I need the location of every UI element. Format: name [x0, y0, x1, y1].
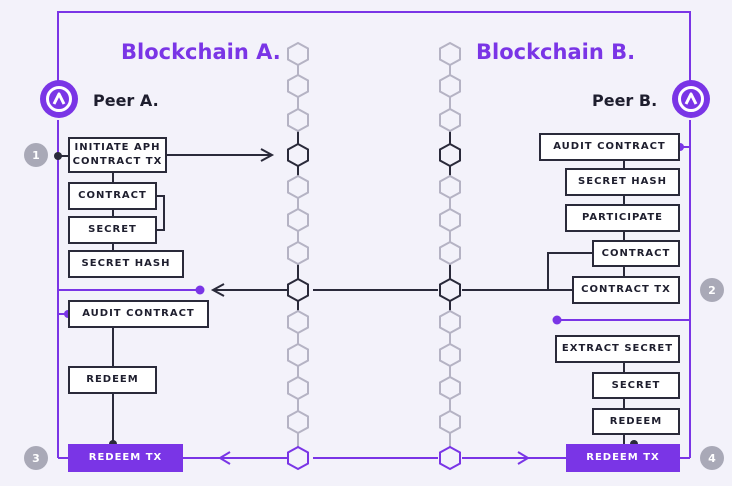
- hexagon-block-icon: [287, 174, 309, 200]
- hexagon-block-icon: [439, 277, 461, 303]
- hexagon-block-icon: [287, 409, 309, 435]
- dot: [54, 152, 62, 160]
- secret-hash-box: SECRET HASH: [68, 250, 184, 278]
- dot: [195, 285, 205, 295]
- hexagon-block-icon: [439, 41, 461, 67]
- participate-box: PARTICIPATE: [565, 204, 680, 232]
- hexagon-block-icon: [287, 342, 309, 368]
- outer-frame-line: [57, 11, 691, 98]
- contract-box: CONTRACT: [592, 240, 680, 267]
- aph-logo-icon: [672, 80, 710, 118]
- hexagon-block-icon: [287, 73, 309, 99]
- secret-box: SECRET: [68, 216, 157, 244]
- blockchain-a-title: Blockchain A.: [121, 40, 281, 64]
- secret-hash-box: SECRET HASH: [565, 168, 680, 196]
- audit-contract-box: AUDIT CONTRACT: [539, 133, 680, 161]
- redeem-box: REDEEM: [68, 366, 157, 394]
- peer-b-label: Peer B.: [592, 91, 658, 110]
- peer-a-label: Peer A.: [93, 91, 159, 110]
- redeem-tx-box: REDEEM TX: [68, 444, 183, 472]
- hexagon-block-icon: [287, 142, 309, 168]
- hexagon-block-icon: [287, 41, 309, 67]
- hexagon-block-icon: [439, 73, 461, 99]
- hexagon-block-icon: [439, 240, 461, 266]
- extract-secret-box: EXTRACT SECRET: [555, 335, 680, 363]
- hexagon-block-icon: [439, 375, 461, 401]
- step-badge-1: 1: [24, 143, 48, 167]
- peer-b-connectors: [210, 161, 625, 444]
- redeem-tx-box: REDEEM TX: [566, 444, 680, 472]
- hexagon-block-icon: [439, 342, 461, 368]
- redeem-box: REDEEM: [592, 408, 680, 435]
- hexagon-block-icon: [287, 277, 309, 303]
- hexagon-block-icon: [439, 174, 461, 200]
- hexagon-block-icon: [287, 309, 309, 335]
- hexagon-block-icon: [287, 375, 309, 401]
- peer-a-connectors: [58, 148, 275, 444]
- contract-box: CONTRACT: [68, 182, 157, 210]
- dot: [552, 315, 562, 325]
- audit-contract-box: AUDIT CONTRACT: [68, 300, 209, 328]
- hexagon-block-icon: [287, 207, 309, 233]
- step-badge-2: 2: [700, 278, 724, 302]
- hexagon-block-icon: [439, 107, 461, 133]
- blockchain-b-chain: [439, 41, 461, 471]
- contract-tx-box: CONTRACT TX: [572, 276, 680, 304]
- aph-logo-icon: [40, 80, 78, 118]
- hexagon-block-icon: [287, 445, 309, 471]
- step-badge-4: 4: [700, 446, 724, 470]
- hexagon-block-icon: [439, 445, 461, 471]
- hexagon-block-icon: [287, 240, 309, 266]
- step-badge-3: 3: [24, 446, 48, 470]
- hexagon-block-icon: [439, 409, 461, 435]
- hexagon-block-icon: [439, 207, 461, 233]
- hexagon-block-icon: [439, 309, 461, 335]
- blockchain-a-chain: [287, 41, 309, 471]
- blockchain-b-title: Blockchain B.: [476, 40, 636, 64]
- secret-box: SECRET: [592, 372, 680, 399]
- hexagon-block-icon: [287, 107, 309, 133]
- initiate-contract-tx-box: INITIATE APH CONTRACT TX: [68, 137, 167, 173]
- hexagon-block-icon: [439, 142, 461, 168]
